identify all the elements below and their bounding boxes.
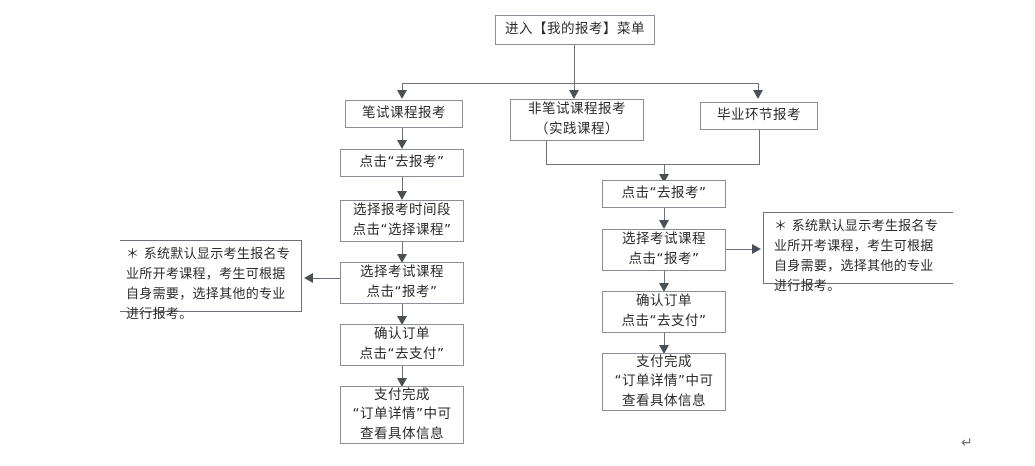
connector-left-3 (402, 242, 403, 260)
paragraph-return-mark: ↵ (961, 435, 973, 451)
node-written-course-registration[interactable]: 笔试课程报考 (345, 100, 463, 128)
node-left-click-go-register[interactable]: 点击“去报考” (340, 149, 464, 177)
connector-right-3 (664, 333, 665, 351)
connector-left-1 (402, 128, 403, 146)
arrow-to-written (397, 90, 407, 99)
node-graduation-stage-registration[interactable]: 毕业环节报考 (700, 102, 818, 130)
connector-merge-bar (546, 164, 760, 165)
arrow-right-2 (659, 283, 669, 292)
arrow-left-2 (397, 191, 407, 200)
connector-right-1 (664, 208, 665, 226)
connector-right-note-line (726, 249, 753, 250)
connector-graduation-down (759, 130, 760, 164)
connector-right-2 (664, 271, 665, 289)
arrow-to-non-written (569, 90, 579, 99)
node-non-written-course-registration[interactable]: 非笔试课程报考 （实践课程） (510, 99, 644, 141)
arrow-left-1 (397, 140, 407, 149)
node-enter-my-exam-menu[interactable]: 进入【我的报考】菜单 (495, 15, 655, 45)
arrow-right-note (752, 244, 761, 254)
node-right-payment-complete[interactable]: 支付完成 “订单详情”中可 查看具体信息 (602, 353, 726, 411)
arrow-left-5 (397, 378, 407, 387)
connector-top-stem (574, 45, 575, 83)
arrow-left-note (304, 273, 313, 283)
node-right-select-courses[interactable]: 选择考试课程 点击“报考” (602, 229, 726, 271)
arrow-to-graduation (753, 90, 763, 99)
connector-non-written-down (546, 141, 547, 164)
arrow-right-1 (659, 220, 669, 229)
connector-left-5 (402, 366, 403, 384)
connector-left-note-line (313, 278, 340, 279)
connector-left-4 (402, 304, 403, 322)
connector-merge-stem (664, 164, 665, 180)
node-right-click-go-register[interactable]: 点击“去报考” (602, 180, 726, 208)
connector-top-bar (402, 83, 759, 84)
arrow-left-3 (397, 254, 407, 263)
node-left-payment-complete[interactable]: 支付完成 “订单详情”中可 查看具体信息 (340, 386, 464, 444)
arrow-to-right-go-register (659, 174, 669, 183)
arrow-right-3 (659, 345, 669, 354)
node-left-select-courses[interactable]: 选择考试课程 点击“报考” (340, 262, 464, 304)
note-left-default-major: ＊ 系统默认显示考生报名专 业所开考课程，考生可根据 自身需要，选择其他的专业 … (120, 240, 302, 322)
note-right-default-major: ＊ 系统默认显示考生报名专 业所开考课程，考生可根据 自身需要，选择其他的专业 … (763, 212, 953, 294)
connector-left-2 (402, 177, 403, 197)
arrow-left-4 (397, 316, 407, 325)
node-left-select-period[interactable]: 选择报考时间段 点击“选择课程” (340, 200, 464, 242)
node-left-confirm-order[interactable]: 确认订单 点击“去支付” (340, 324, 464, 366)
node-right-confirm-order[interactable]: 确认订单 点击“去支付” (602, 291, 726, 333)
